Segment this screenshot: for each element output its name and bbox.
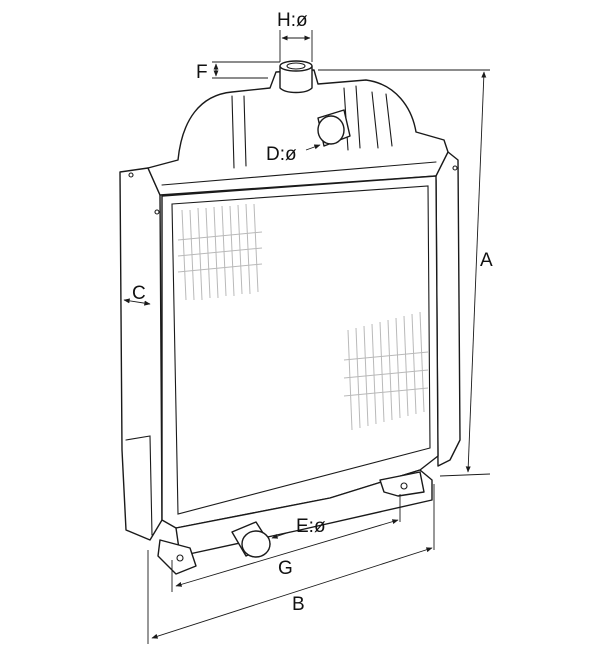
core-hatch-lower <box>343 311 429 431</box>
label-d: D:ø <box>266 144 297 165</box>
label-f: F <box>196 62 208 83</box>
dimension-a <box>318 69 491 477</box>
label-g: G <box>278 558 293 579</box>
dimension-d <box>305 144 321 151</box>
label-a: A <box>480 250 493 271</box>
core-hatch-upper <box>177 203 263 301</box>
label-e: E:ø <box>296 516 326 537</box>
label-h: H:ø <box>277 10 308 31</box>
filler-neck <box>279 60 313 94</box>
inlet-pipe <box>317 109 351 147</box>
dimension-f <box>212 61 280 79</box>
dimension-c <box>123 298 151 306</box>
label-c: C <box>132 283 146 304</box>
dimension-h <box>279 30 313 62</box>
label-b: B <box>292 594 305 615</box>
dimension-b <box>147 484 435 644</box>
